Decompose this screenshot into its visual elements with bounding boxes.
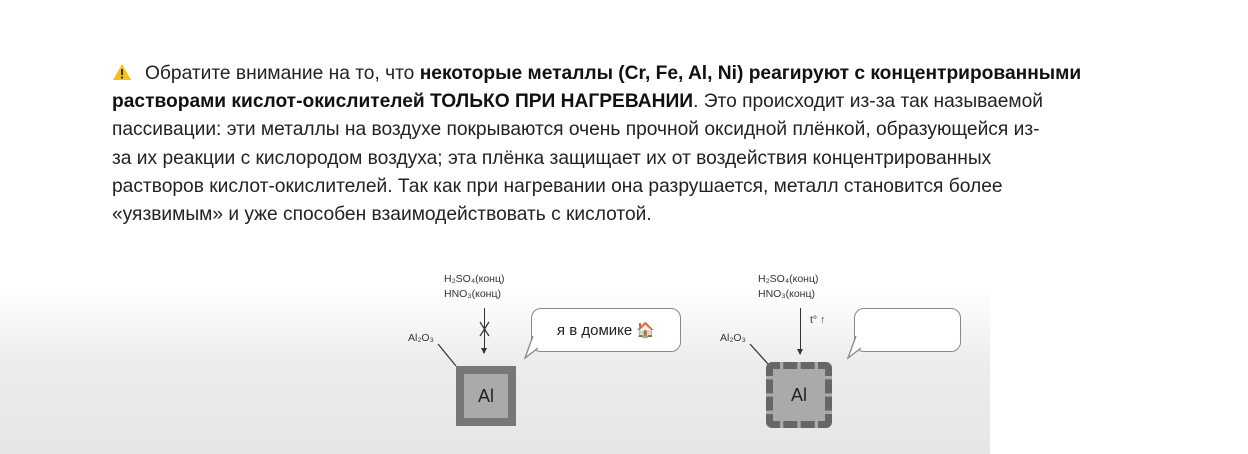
metal-box: Al	[766, 362, 832, 428]
note-line: «уязвимым» и уже способен взаимодействов…	[112, 204, 652, 226]
blocked-arrow	[481, 308, 487, 354]
note-line: растворами кислот-окислителей ТОЛЬКО ПРИ…	[112, 91, 1044, 113]
bubble-tail	[847, 336, 861, 360]
reaction-arrow	[797, 308, 803, 355]
metal-label: Al	[477, 385, 494, 406]
warning-note: Обратите внимание на то, что некоторые м…	[112, 60, 1081, 229]
metal-box: Al	[456, 366, 516, 426]
bubble-tail	[524, 336, 538, 360]
metal-label: Al	[790, 384, 807, 405]
oxide-label: Al₂O₃	[408, 332, 434, 344]
note-line: пассивации: эти металлы на воздухе покры…	[112, 119, 1040, 141]
acid-label: HNO₃(конц)	[758, 288, 815, 300]
speech-bubble	[854, 308, 961, 352]
heat-label: t° ↑	[810, 314, 826, 326]
note-line: за их реакции с кислородом воздуха; эта …	[112, 147, 992, 169]
warning-icon	[113, 64, 131, 80]
acid-label: H₂SO₄(конц)	[758, 273, 819, 285]
note-line: растворов кислот-окислителей. Так как пр…	[112, 175, 1003, 197]
pointer-line	[749, 343, 769, 365]
oxide-label: Al₂O₃	[720, 332, 746, 344]
speech-bubble: я в домике 🏠	[531, 308, 681, 352]
cross-icon	[479, 321, 490, 337]
acid-label: H₂SO₄(конц)	[444, 273, 505, 285]
bubble-text: я в домике 🏠	[556, 322, 656, 339]
pointer-line	[437, 343, 457, 367]
acid-label: HNO₃(конц)	[444, 288, 501, 300]
note-line: Обратите внимание на то, что некоторые м…	[145, 63, 1082, 84]
